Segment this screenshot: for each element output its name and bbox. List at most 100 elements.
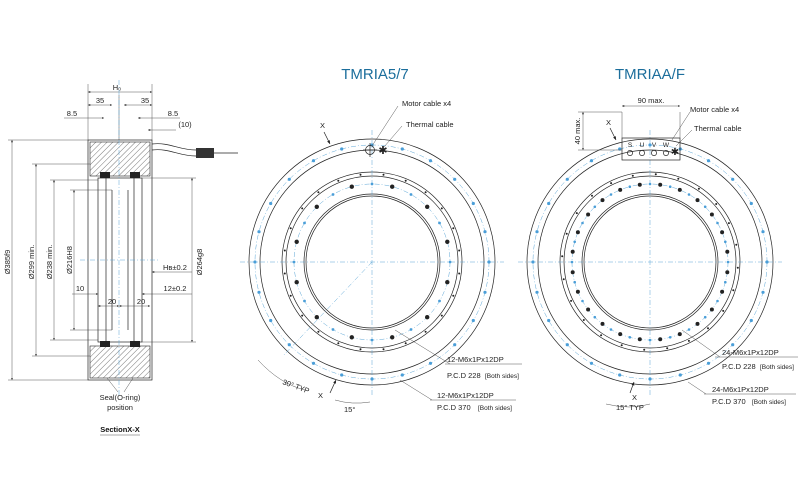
tap-hole-inner [687, 328, 691, 331]
pin-hole [610, 182, 613, 185]
tmriaa-motor-cable: Motor cable x4 [690, 105, 739, 114]
pin-hole [643, 348, 646, 351]
tmria57-x-bottom: X [318, 391, 323, 400]
dim-12: 12±0.2 [164, 284, 187, 293]
bolt-hole-outer [761, 230, 765, 234]
seal-label-line1: Seal(O-ring) [100, 393, 141, 402]
pin-hole [359, 173, 362, 176]
dim-10-paren: (10) [178, 120, 192, 129]
bolt-hole-outer [471, 201, 475, 206]
pin-hole [301, 314, 304, 317]
bolt-hole-inner [294, 239, 299, 244]
tap-hole-inner [581, 299, 584, 303]
bolt-hole-outer [547, 201, 551, 206]
pin-hole [736, 266, 739, 269]
bolt-hole-outer [547, 318, 551, 323]
pin-hole [382, 173, 385, 176]
dim-20-right: 20 [137, 297, 145, 306]
tmriaa-x-bottom: X [632, 393, 637, 402]
bolt-hole-inner [677, 187, 682, 192]
bolt-hole-inner [425, 315, 430, 320]
tmria57-angle-15: 15° [344, 405, 355, 414]
tap-hole-inner [628, 336, 632, 339]
tap-hole-inner [570, 260, 574, 264]
tmria57-angle-30: 30° TYP [281, 377, 310, 395]
tmriaa-callout-outer-2: P.C.D 370 [712, 397, 746, 406]
bolt-hole-outer [535, 290, 539, 294]
pin-hole [591, 194, 593, 197]
bolt-hole-inner [637, 182, 642, 187]
tap-hole-inner [573, 240, 576, 244]
bolt-hole-outer [565, 343, 569, 347]
bolt-hole-outer [340, 147, 344, 151]
tap-hole-inner [648, 182, 652, 186]
bolt-hole-outer [453, 343, 457, 347]
tap-hole-inner [724, 280, 727, 284]
bolt-hole-outer [253, 260, 257, 264]
connector-letter: S [628, 142, 633, 149]
bolt-hole-outer [749, 318, 753, 323]
tap-hole-inner [609, 193, 613, 196]
bolt-hole-inner [314, 204, 319, 209]
thermal-star-b: ✱ [671, 147, 679, 158]
bolt-hole-inner [349, 335, 354, 340]
pin-hole [687, 339, 690, 342]
section-caption: SectionX-X [100, 425, 140, 434]
bolt-hole-inner [709, 212, 714, 217]
bolt-hole-outer [648, 377, 652, 381]
section-view: H₀ 35 35 8.5 8.5 (10) [3, 80, 238, 436]
dim-8-5-right: 8.5 [168, 109, 178, 118]
bolt-hole-inner [600, 321, 605, 326]
tmriaa-callout-inner-3: [Both sides] [760, 364, 794, 371]
dim-d238: Ø238 min. [45, 245, 54, 280]
pin-hole [359, 348, 362, 351]
bolt-hole-outer [531, 260, 535, 264]
pin-hole [289, 227, 292, 230]
connector-letter: U [640, 142, 645, 149]
tmriaa-thermal-cable: Thermal cable [694, 124, 742, 133]
pin-hole [382, 348, 385, 351]
tap-hole-inner [303, 221, 306, 225]
pin-hole [440, 207, 443, 210]
pin-hole [582, 319, 585, 321]
bolt-hole-inner [390, 335, 395, 340]
bolt-hole-outer [370, 377, 374, 381]
pin-hole [301, 207, 304, 210]
bolt-hole-inner [570, 249, 575, 254]
pin-hole [317, 330, 320, 333]
pin-hole [452, 227, 455, 230]
tap-hole-inner [370, 338, 374, 342]
bolt-hole-inner [637, 337, 642, 342]
tap-hole-inner [668, 336, 672, 339]
tap-hole-inner [593, 205, 597, 209]
bolt-hole-outer [428, 159, 433, 163]
pin-hole [620, 344, 623, 347]
bolt-hole-inner [695, 198, 700, 203]
bolt-hole-outer [428, 361, 433, 365]
tap-hole-inner [438, 221, 441, 225]
tmriaa-x-top: X [606, 118, 611, 127]
bolt-hole-inner [570, 270, 575, 275]
bolt-hole-inner [658, 182, 663, 187]
tmria57-callout-outer-1: 12-M6x1Px12DP [437, 391, 494, 400]
dim-d216: Ø216H8 [65, 246, 74, 274]
tap-hole-inner [648, 338, 652, 342]
pin-hole [424, 191, 427, 194]
bolt-hole-outer [269, 318, 273, 323]
bolt-hole-outer [257, 290, 261, 294]
pin-hole [404, 342, 407, 345]
tmriaa-callout-inner-2: P.C.D 228 [722, 362, 756, 371]
pin-hole [715, 203, 718, 205]
tap-hole-inner [726, 260, 730, 264]
tap-hole-inner [573, 280, 576, 284]
tmria57-callout-inner-2: P.C.D 228 [447, 371, 481, 380]
dim-35-right: 35 [141, 96, 149, 105]
bolt-hole-inner [725, 249, 730, 254]
bolt-hole-inner [586, 307, 591, 312]
pin-hole [337, 179, 340, 182]
tmriaa-dim-90: 90 max. [638, 96, 665, 105]
bolt-hole-outer [648, 143, 652, 147]
bolt-hole-inner [445, 239, 450, 244]
tmriaa-dim-40: 40 max. [573, 118, 582, 145]
